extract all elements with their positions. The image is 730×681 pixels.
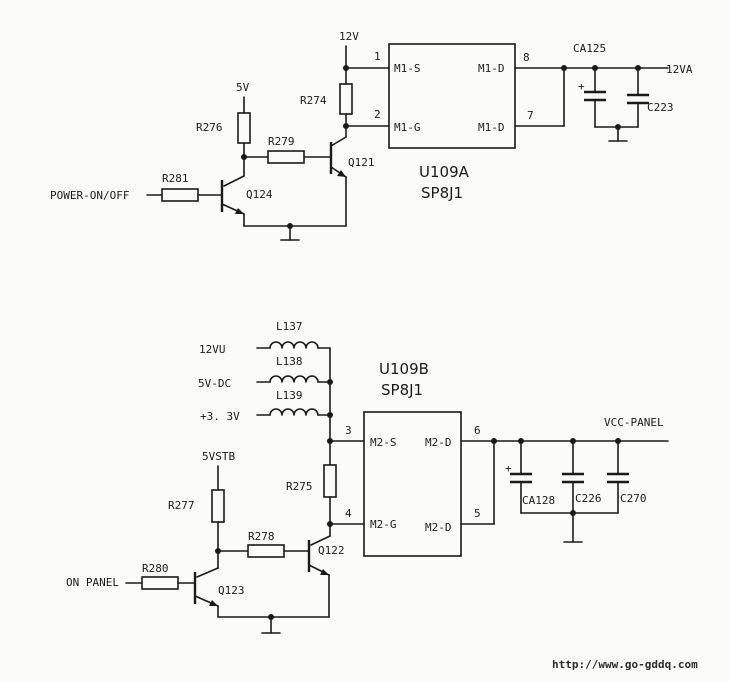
- rail-5v-dc-label: 5V-DC: [198, 377, 231, 390]
- capacitor-c270: [607, 440, 629, 514]
- pin-5-number: 5: [474, 507, 481, 520]
- ic-u109b: [363, 411, 462, 557]
- transistor-q122: [307, 540, 330, 576]
- ic-u109b-name: U109B: [379, 360, 429, 378]
- resistor-r276: [237, 112, 251, 144]
- inductor-l137-label: L137: [276, 320, 303, 333]
- pin-1-number: 1: [374, 50, 381, 63]
- resistor-r275: [323, 464, 337, 498]
- rail-3v3-label: +3. 3V: [200, 410, 240, 423]
- resistor-r278-label: R278: [248, 530, 275, 543]
- pin-3-number: 3: [345, 424, 352, 437]
- ic-u109a-pin-s-label: M1-S: [394, 62, 421, 75]
- capacitor-ca125-label: CA125: [573, 42, 606, 55]
- ic-u109a-pin-d-bot-label: M1-D: [478, 121, 505, 134]
- circuit-b: M2-S M2-G M2-D M2-D U109B SP8J1 12VU 5V-…: [66, 320, 669, 634]
- capacitor-c223: [627, 67, 649, 128]
- transistor-q122-label: Q122: [318, 544, 345, 557]
- resistor-r280-label: R280: [142, 562, 169, 575]
- footer-url: http://www.go-gddq.com: [552, 658, 698, 671]
- resistor-r274: [339, 83, 353, 115]
- capacitor-ca128-label: CA128: [522, 494, 555, 507]
- ic-u109a-pin-d-top-label: M1-D: [478, 62, 505, 75]
- pin-6-number: 6: [474, 424, 481, 437]
- resistor-r277: [211, 489, 225, 523]
- capacitor-ca125: +: [578, 67, 606, 128]
- resistor-r277-label: R277: [168, 499, 195, 512]
- ic-u109a-name: U109A: [419, 163, 470, 181]
- svg-text:+: +: [578, 80, 585, 93]
- transistor-q124-label: Q124: [246, 188, 273, 201]
- svg-text:+: +: [505, 462, 512, 475]
- ic-u109b-pin-d-bot-label: M2-D: [425, 521, 452, 534]
- capacitor-c226: [562, 440, 584, 514]
- resistor-r281-label: R281: [162, 172, 189, 185]
- capacitor-ca128: +: [505, 440, 532, 514]
- supply-vcc-panel-label: VCC-PANEL: [604, 416, 664, 429]
- transistor-q124: [220, 180, 245, 215]
- ic-u109a: [388, 43, 516, 149]
- pin-2-number: 2: [374, 108, 381, 121]
- inductor-l138-label: L138: [276, 355, 303, 368]
- inductor-l139-label: L139: [276, 389, 303, 402]
- resistor-r280: [141, 576, 179, 590]
- pin-7-number: 7: [527, 109, 534, 122]
- input-on-panel-label: ON PANEL: [66, 576, 119, 589]
- ic-u109b-pin-g-label: M2-G: [370, 518, 397, 531]
- capacitor-c223-label: C223: [647, 101, 674, 114]
- ic-u109a-pin-g-label: M1-G: [394, 121, 421, 134]
- ic-u109b-part: SP8J1: [381, 381, 423, 399]
- ic-u109b-pin-s-label: M2-S: [370, 436, 397, 449]
- rail-12vu-label: 12VU: [199, 343, 226, 356]
- resistor-r274-label: R274: [300, 94, 327, 107]
- input-power-on-off-label: POWER-ON/OFF: [50, 189, 129, 202]
- resistor-r279-label: R279: [268, 135, 295, 148]
- pin-8-number: 8: [523, 51, 530, 64]
- supply-12v-label: 12V: [339, 30, 359, 43]
- resistor-r281: [161, 188, 199, 202]
- ic-u109a-part: SP8J1: [421, 184, 463, 202]
- transistor-q121: [329, 142, 347, 178]
- pin-4-number: 4: [345, 507, 352, 520]
- supply-12va-label: 12VA: [666, 63, 693, 76]
- resistor-r278: [247, 544, 285, 558]
- resistor-r275-label: R275: [286, 480, 313, 493]
- transistor-q123-label: Q123: [218, 584, 245, 597]
- capacitor-c270-label: C270: [620, 492, 647, 505]
- resistor-r279: [267, 150, 305, 164]
- inductor-l137: [256, 341, 331, 349]
- circuit-a: M1-S M1-G M1-D M1-D U109A SP8J1 1 2 12V …: [50, 30, 693, 241]
- capacitor-c226-label: C226: [575, 492, 602, 505]
- transistor-q121-label: Q121: [348, 156, 375, 169]
- resistor-r276-label: R276: [196, 121, 223, 134]
- inductor-l138: [256, 375, 331, 383]
- supply-5vstb-label: 5VSTB: [202, 450, 235, 463]
- ic-u109b-pin-d-top-label: M2-D: [425, 436, 452, 449]
- transistor-q123: [193, 572, 219, 607]
- inductor-l139: [256, 408, 331, 416]
- supply-5v-label: 5V: [236, 81, 250, 94]
